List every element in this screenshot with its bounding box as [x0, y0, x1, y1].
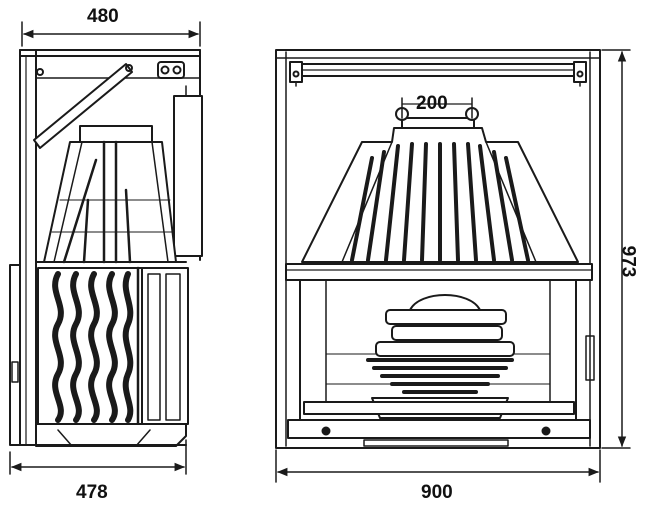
dimension-label-front-width: 900 [421, 482, 453, 503]
front-view [275, 49, 631, 483]
front-hood [301, 127, 579, 263]
wavy-baffles [52, 271, 134, 423]
dimension-line-bottom-depth [9, 439, 187, 475]
side-firebox [9, 261, 189, 447]
burner-grate [366, 294, 515, 419]
dimension-line-front-width [275, 449, 601, 483]
dimension-label-flue-diameter: 200 [416, 93, 448, 114]
dimension-line-height [601, 49, 631, 449]
hood-fins [350, 142, 530, 262]
door-header [285, 263, 593, 281]
grate-bars [366, 358, 514, 394]
front-top-rail [289, 61, 587, 87]
side-hood [43, 125, 177, 264]
dimension-label-top-width: 480 [87, 6, 119, 27]
dimension-line-top [21, 21, 201, 47]
dimension-label-height: 973 [617, 245, 639, 278]
side-view [9, 21, 203, 475]
dimension-line-flue [401, 97, 473, 119]
side-frame [19, 49, 203, 446]
front-base [287, 401, 591, 447]
dimension-label-bottom-depth: 478 [76, 482, 108, 503]
